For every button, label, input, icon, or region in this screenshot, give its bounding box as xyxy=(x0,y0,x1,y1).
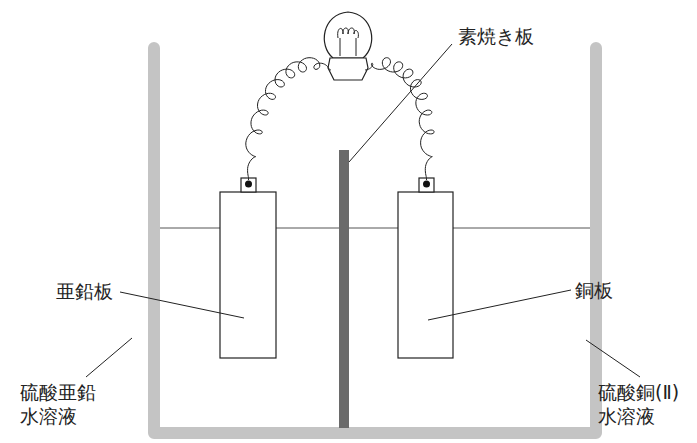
label-text: 素焼き板 xyxy=(458,24,534,48)
leader-line xyxy=(86,338,132,377)
leader-line xyxy=(428,290,571,320)
porous-plate xyxy=(339,150,349,428)
copper-plate xyxy=(398,192,453,358)
bulb-filament xyxy=(338,28,359,38)
coiled-wire xyxy=(246,58,331,180)
leader-line xyxy=(349,44,452,162)
leader-line xyxy=(120,292,244,318)
coiled-wire xyxy=(246,58,434,180)
zinc-plate xyxy=(220,192,276,358)
bulb-socket xyxy=(328,58,368,80)
terminal-dot xyxy=(245,181,252,188)
zinc-terminal xyxy=(241,178,256,192)
light-bulb xyxy=(324,12,371,58)
label-text: 硫酸亜鉛 水溶液 xyxy=(20,380,96,428)
bulb-filament-leads xyxy=(340,38,356,56)
copper-terminal xyxy=(419,178,434,192)
label-text: 亜鉛板 xyxy=(56,279,113,303)
terminal-dot xyxy=(423,181,430,188)
beaker xyxy=(154,48,596,433)
label-text: 硫酸銅(Ⅱ) 水溶液 xyxy=(598,380,679,428)
label-text: 銅板 xyxy=(575,278,613,302)
leader-line xyxy=(586,340,640,377)
